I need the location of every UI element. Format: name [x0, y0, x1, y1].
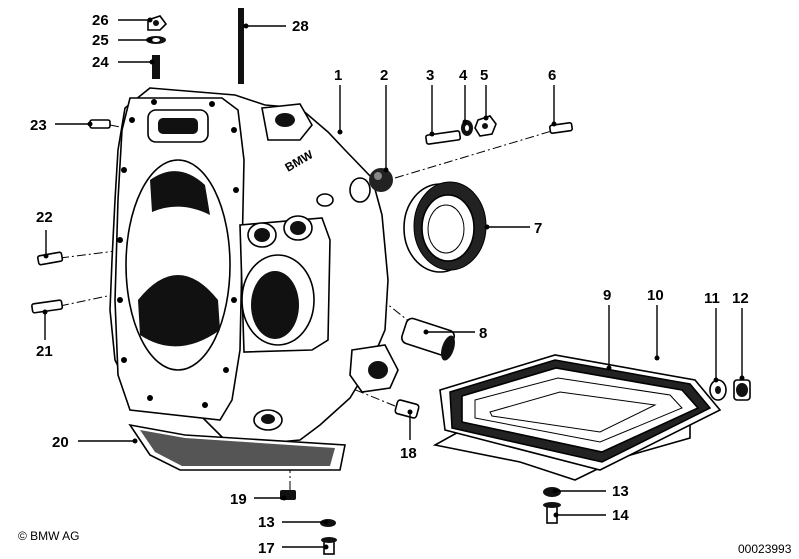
- part-12-drain-plug: [733, 379, 751, 401]
- part-14-screw: [543, 502, 561, 524]
- callout-10: 10: [647, 287, 664, 304]
- callout-12: 12: [732, 290, 749, 307]
- callout-4: 4: [459, 67, 468, 84]
- callout-13-upper: 13: [612, 483, 629, 500]
- part-2-plug: [369, 168, 393, 192]
- callout-6: 6: [548, 67, 556, 84]
- part-21-stud: [31, 299, 64, 314]
- callout-24: 24: [92, 54, 109, 71]
- part-28-dipstick: [238, 8, 244, 84]
- callout-28: 28: [292, 18, 309, 35]
- part-20-strainer: [128, 423, 346, 471]
- callout-18: 18: [400, 445, 417, 462]
- callout-26: 26: [92, 12, 109, 29]
- callout-3: 3: [426, 67, 434, 84]
- callout-7: 7: [534, 220, 542, 237]
- copyright-text: © BMW AG: [18, 529, 80, 543]
- part-11-washer: [709, 379, 727, 401]
- part-5-nut: [474, 115, 497, 137]
- callout-8: 8: [479, 325, 487, 342]
- callout-13-lower: 13: [258, 514, 275, 531]
- part-17-screw: [321, 537, 337, 555]
- callout-25: 25: [92, 32, 109, 49]
- oil-pan: [432, 354, 722, 481]
- callout-19: 19: [230, 491, 247, 508]
- part-22-stud: [37, 251, 64, 266]
- transmission-housing: BMW: [109, 87, 399, 446]
- callout-20: 20: [52, 434, 69, 451]
- callout-9: 9: [603, 287, 611, 304]
- part-23-stud: [89, 119, 111, 129]
- callout-5: 5: [480, 67, 488, 84]
- part-7-bearing: [403, 181, 487, 273]
- callout-21: 21: [36, 343, 53, 360]
- image-number: 00023993: [738, 542, 792, 556]
- callout-labels: 1 2 3 4 5 6 7 8 9 10 11 12 13 14 13 17 1…: [30, 12, 749, 557]
- part-13-washer-upper: [543, 487, 561, 497]
- part-18-pin: [394, 399, 420, 419]
- callout-17: 17: [258, 540, 275, 557]
- callout-2: 2: [380, 67, 388, 84]
- callout-14: 14: [612, 507, 629, 524]
- part-24-stud: [152, 55, 160, 79]
- callout-1: 1: [334, 67, 342, 84]
- callout-11: 11: [704, 290, 720, 307]
- part-26-clip: [147, 15, 168, 31]
- part-8-sleeve: [400, 317, 456, 361]
- callout-22: 22: [36, 209, 53, 226]
- callout-23: 23: [30, 117, 47, 134]
- leader-lines: [42, 17, 745, 550]
